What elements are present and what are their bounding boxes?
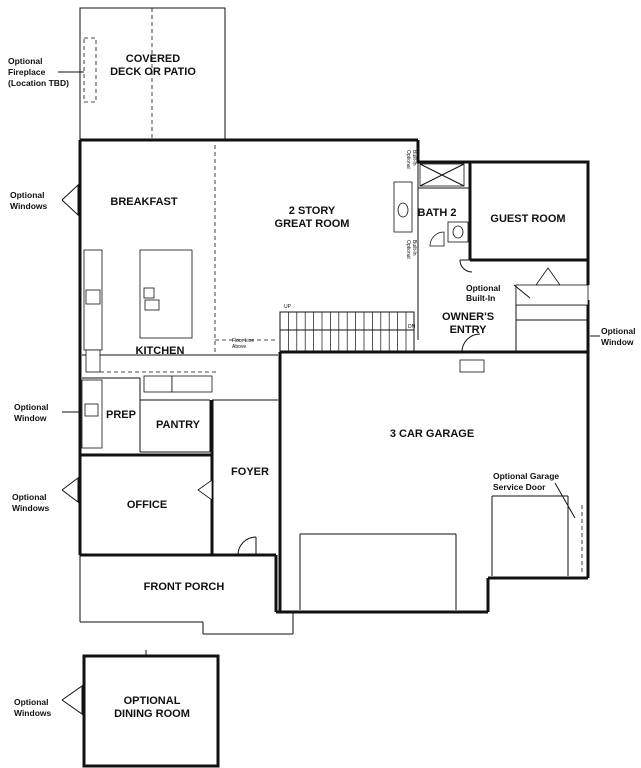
fireplace-note-2: Fireplace [8, 67, 46, 77]
foyer-label: FOYER [231, 466, 269, 478]
guest-room-label: GUEST ROOM [490, 213, 565, 225]
optional-dining-label-2: DINING ROOM [114, 708, 190, 720]
exterior-walls [78, 138, 590, 614]
breakfast-windows-note-2: Windows [10, 201, 47, 211]
pantry-label: PANTRY [156, 419, 201, 431]
kitchen-fixtures [83, 249, 213, 393]
floor-line-note-1: Floor Line [232, 338, 254, 344]
owners-entry-label-1: OWNER'S [442, 311, 494, 323]
guest-builtin-note-1: Optional [466, 283, 500, 293]
owners-entry-label-2: ENTRY [450, 324, 488, 336]
guest-builtin [515, 284, 589, 306]
stair-dn-label: DN [408, 324, 416, 330]
covered-deck-label-2: DECK OR PATIO [110, 66, 196, 78]
dining-windows-note-1: Optional [14, 697, 48, 707]
builtin-bottom-note: Optional Built-In [405, 240, 417, 259]
interior-walls [79, 162, 588, 635]
garage-window-note-2: Window [601, 337, 634, 347]
doors [197, 231, 561, 556]
builtin-bottom-note-2: Built-In [411, 240, 417, 256]
garage-service-door-note-2: Service Door [493, 482, 546, 492]
dashed-lines [100, 145, 583, 610]
fireplace-note-1: Optional [8, 56, 42, 66]
prep-fixtures [81, 379, 103, 449]
leader-lines [513, 284, 576, 519]
kitchen-label: KITCHEN [136, 345, 185, 357]
garage-window-note-1: Optional [601, 326, 635, 336]
stairs [279, 311, 415, 353]
garage-service-door-note-1: Optional Garage [493, 471, 559, 481]
breakfast-label: BREAKFAST [110, 196, 178, 208]
optional-dining-outline [82, 650, 220, 768]
prep-label: PREP [106, 409, 136, 421]
window-markers [58, 71, 600, 715]
builtin-top-note-1: Optional [405, 150, 411, 169]
stair-up-label: UP [284, 304, 292, 310]
bath2-label: BATH 2 [418, 207, 457, 219]
breakfast-windows-note-1: Optional [10, 190, 44, 200]
builtin-top-note-2: Built-In [411, 150, 417, 166]
great-room-label-2: GREAT ROOM [275, 218, 350, 230]
optional-dining-label-1: OPTIONAL [124, 695, 181, 707]
covered-deck-label-1: COVERED [126, 53, 180, 65]
guest-builtin-note-2: Built-In [466, 293, 495, 303]
front-porch-label: FRONT PORCH [144, 581, 225, 593]
builtin-top-note: Optional Built-In [405, 150, 417, 169]
dining-windows-note-2: Windows [14, 708, 51, 718]
prep-window-note-2: Window [14, 413, 47, 423]
floor-line-note-2: Above [232, 344, 246, 350]
fireplace-note-3: (Location TBD) [8, 78, 69, 88]
great-room-label-1: 2 STORY [289, 205, 336, 217]
office-windows-note-2: Windows [12, 503, 49, 513]
office-label: OFFICE [127, 499, 167, 511]
bath-fixtures [393, 163, 469, 243]
garage-label: 3 CAR GARAGE [390, 428, 474, 440]
prep-window-note-1: Optional [14, 402, 48, 412]
builtin-bottom-note-1: Optional [405, 240, 411, 259]
office-windows-note-1: Optional [12, 492, 46, 502]
